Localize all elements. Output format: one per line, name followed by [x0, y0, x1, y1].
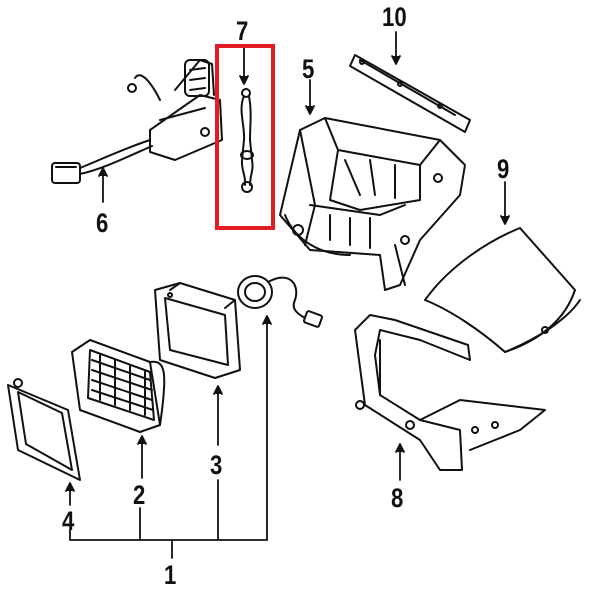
callout-2: 2 [133, 480, 146, 510]
callout-10: 10 [382, 2, 407, 32]
callout-1: 1 [164, 560, 177, 589]
part-3-mount-ring [154, 282, 241, 379]
part-2-lamp [71, 339, 166, 433]
part-7-cable [240, 88, 254, 193]
callout-4: 4 [62, 506, 75, 536]
callout-7: 7 [236, 16, 249, 46]
part-10-bracket [349, 54, 471, 133]
part-8-mount-bracket [354, 314, 546, 471]
leader-lines [65, 31, 510, 559]
highlight-box-part-7 [215, 44, 275, 230]
callout-3: 3 [210, 450, 223, 480]
part-6-actuator-motor [51, 59, 223, 184]
callout-8: 8 [391, 483, 404, 513]
part-5-housing [279, 117, 466, 291]
part-socket-harness [237, 275, 324, 328]
callout-5: 5 [302, 54, 315, 84]
part-9-cover [424, 227, 581, 353]
callout-9: 9 [497, 154, 510, 184]
part-4-bezel [7, 378, 81, 481]
callout-6: 6 [96, 208, 109, 238]
